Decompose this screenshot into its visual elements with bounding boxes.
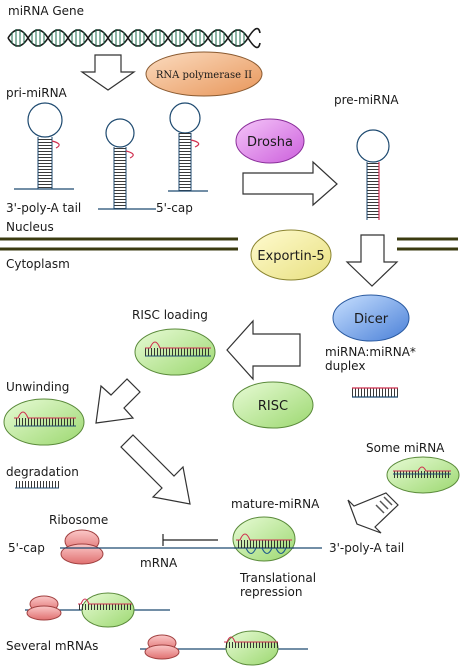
rna-polymerase-node: RNA polymerase II xyxy=(145,51,263,97)
dicer-node: Dicer xyxy=(332,294,410,342)
poly-a-tail-label-left: 3'-poly-A tail xyxy=(6,201,81,215)
risc-loaded-complex xyxy=(134,328,216,376)
cytoplasm-label: Cytoplasm xyxy=(6,257,70,271)
mature-mirna-label: mature-miRNA xyxy=(231,497,320,511)
some-mirna-complex xyxy=(386,456,460,494)
risc-node: RISC xyxy=(232,381,314,429)
pre-mirna-hairpin xyxy=(356,129,390,220)
several-mrnas-label: Several mRNAs xyxy=(6,639,98,653)
nucleus-label: Nucleus xyxy=(6,220,54,234)
dna-helix-icon xyxy=(7,27,261,49)
risc-loading-label: RISC loading xyxy=(132,308,208,322)
polysome-row-1 xyxy=(25,592,170,628)
drosha-node: Drosha xyxy=(235,118,305,164)
repression-bar-icon xyxy=(162,534,218,546)
some-mirna-label: Some miRNA xyxy=(366,441,445,455)
translational-label-line2: repression xyxy=(240,585,303,599)
export-arrow-icon xyxy=(345,234,399,287)
ribosome-label: Ribosome xyxy=(49,513,108,527)
five-cap-label-bottom: 5'-cap xyxy=(8,541,45,555)
pri-mirna-hairpin-2 xyxy=(105,118,135,209)
risc-loading-arrow-icon xyxy=(226,319,301,381)
mirna-gene-label: miRNA Gene xyxy=(8,4,84,18)
duplex-label-line1: miRNA:miRNA* xyxy=(325,345,416,359)
pri-mirna-label: pri-miRNA xyxy=(6,86,68,100)
translational-label-line1: Translational xyxy=(239,571,316,585)
unwinding-complex xyxy=(3,398,85,446)
mirna-duplex-icon xyxy=(352,387,398,398)
pre-mirna-label: pre-miRNA xyxy=(334,93,399,107)
pri-mirna-hairpin-3 xyxy=(169,102,201,191)
exportin-node: Exportin-5 xyxy=(250,229,332,281)
mrna-label: mRNA xyxy=(140,556,178,570)
pri-mirna-hairpin-1 xyxy=(27,102,63,189)
transcription-arrow-icon xyxy=(80,54,136,91)
ribosome-icon xyxy=(60,529,104,565)
exportin-label: Exportin-5 xyxy=(257,249,324,264)
degradation-label: degradation xyxy=(6,465,79,479)
targeting-arrow-icon xyxy=(120,434,191,505)
poly-a-tail-label-right: 3'-poly-A tail xyxy=(329,541,404,555)
mature-mirna-complex xyxy=(232,516,296,562)
nuclear-membrane xyxy=(0,237,458,251)
dicer-label: Dicer xyxy=(354,312,389,327)
drosha-label: Drosha xyxy=(247,135,293,150)
unwinding-label: Unwinding xyxy=(6,380,69,394)
unwinding-arrow-icon xyxy=(95,378,141,424)
risc-label: RISC xyxy=(258,399,288,414)
duplex-label-line2: duplex xyxy=(325,359,365,373)
rna-polymerase-label: RNA polymerase II xyxy=(156,70,252,81)
polysome-row-2 xyxy=(140,630,308,666)
five-cap-label-top: 5'-cap xyxy=(156,201,193,215)
some-mirna-arrow-icon xyxy=(347,492,399,534)
degradation-strand-icon xyxy=(15,481,59,489)
processing-arrow-icon xyxy=(242,160,338,207)
